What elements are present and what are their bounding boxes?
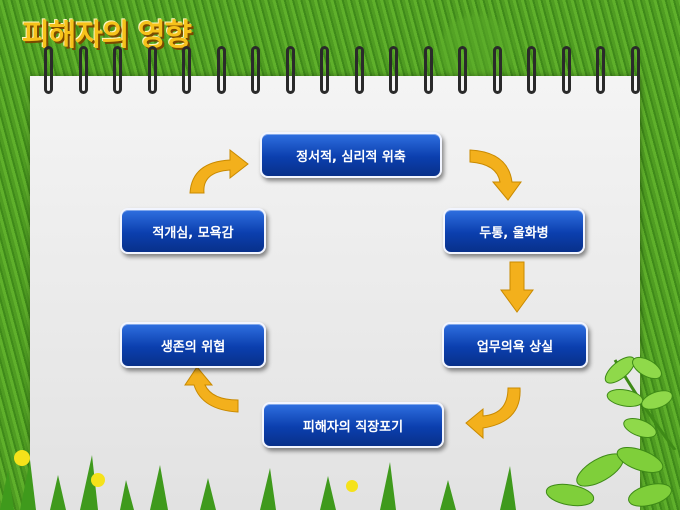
node-label: 업무의욕 상실 — [476, 339, 554, 355]
arrow-n6-to-n1 — [189, 148, 249, 194]
arrow-n2-to-n3 — [500, 261, 534, 313]
node-label: 정서적, 심리적 위축 — [296, 149, 406, 165]
node-survival-threat: 생존의 위협 — [120, 322, 266, 368]
binding-ring — [596, 46, 605, 94]
node-label: 피해자의 직장포기 — [302, 419, 404, 435]
binding-ring — [630, 46, 640, 94]
binding-ring — [354, 46, 364, 94]
node-label: 생존의 위협 — [160, 339, 226, 355]
binding-ring — [423, 46, 433, 94]
binding-ring — [44, 46, 53, 94]
arrow-n3-to-n4 — [465, 387, 521, 440]
arrow-n4-to-n5 — [184, 366, 239, 413]
node-loss-of-motivation: 업무의욕 상실 — [442, 322, 588, 368]
decorative-grass-leaves — [0, 447, 672, 510]
node-quitting-job: 피해자의 직장포기 — [262, 402, 444, 448]
binding-ring — [182, 46, 191, 94]
binding-ring — [561, 46, 571, 94]
node-label: 적개심, 모욕감 — [152, 225, 234, 241]
node-hostility: 적개심, 모욕감 — [120, 208, 266, 254]
binding-ring — [458, 46, 467, 94]
arrow-n1-to-n2 — [469, 149, 522, 201]
binding-ring — [285, 46, 295, 94]
dandelion-icon — [14, 450, 30, 466]
decorative-leaf-branch — [604, 356, 677, 450]
binding-ring — [113, 46, 122, 94]
node-headache: 두통, 울화병 — [443, 208, 585, 254]
node-label: 두통, 울화병 — [479, 225, 549, 241]
binding-ring — [251, 46, 260, 94]
spiral-binding — [44, 46, 644, 96]
binding-ring — [78, 46, 88, 94]
node-emotional-withdrawal: 정서적, 심리적 위축 — [260, 132, 442, 178]
binding-ring — [389, 46, 398, 94]
dandelion-icon — [91, 473, 105, 487]
binding-ring — [527, 46, 536, 94]
binding-ring — [492, 46, 502, 94]
binding-ring — [216, 46, 226, 94]
binding-ring — [147, 46, 157, 94]
binding-ring — [320, 46, 329, 94]
dandelion-icon — [346, 480, 358, 492]
